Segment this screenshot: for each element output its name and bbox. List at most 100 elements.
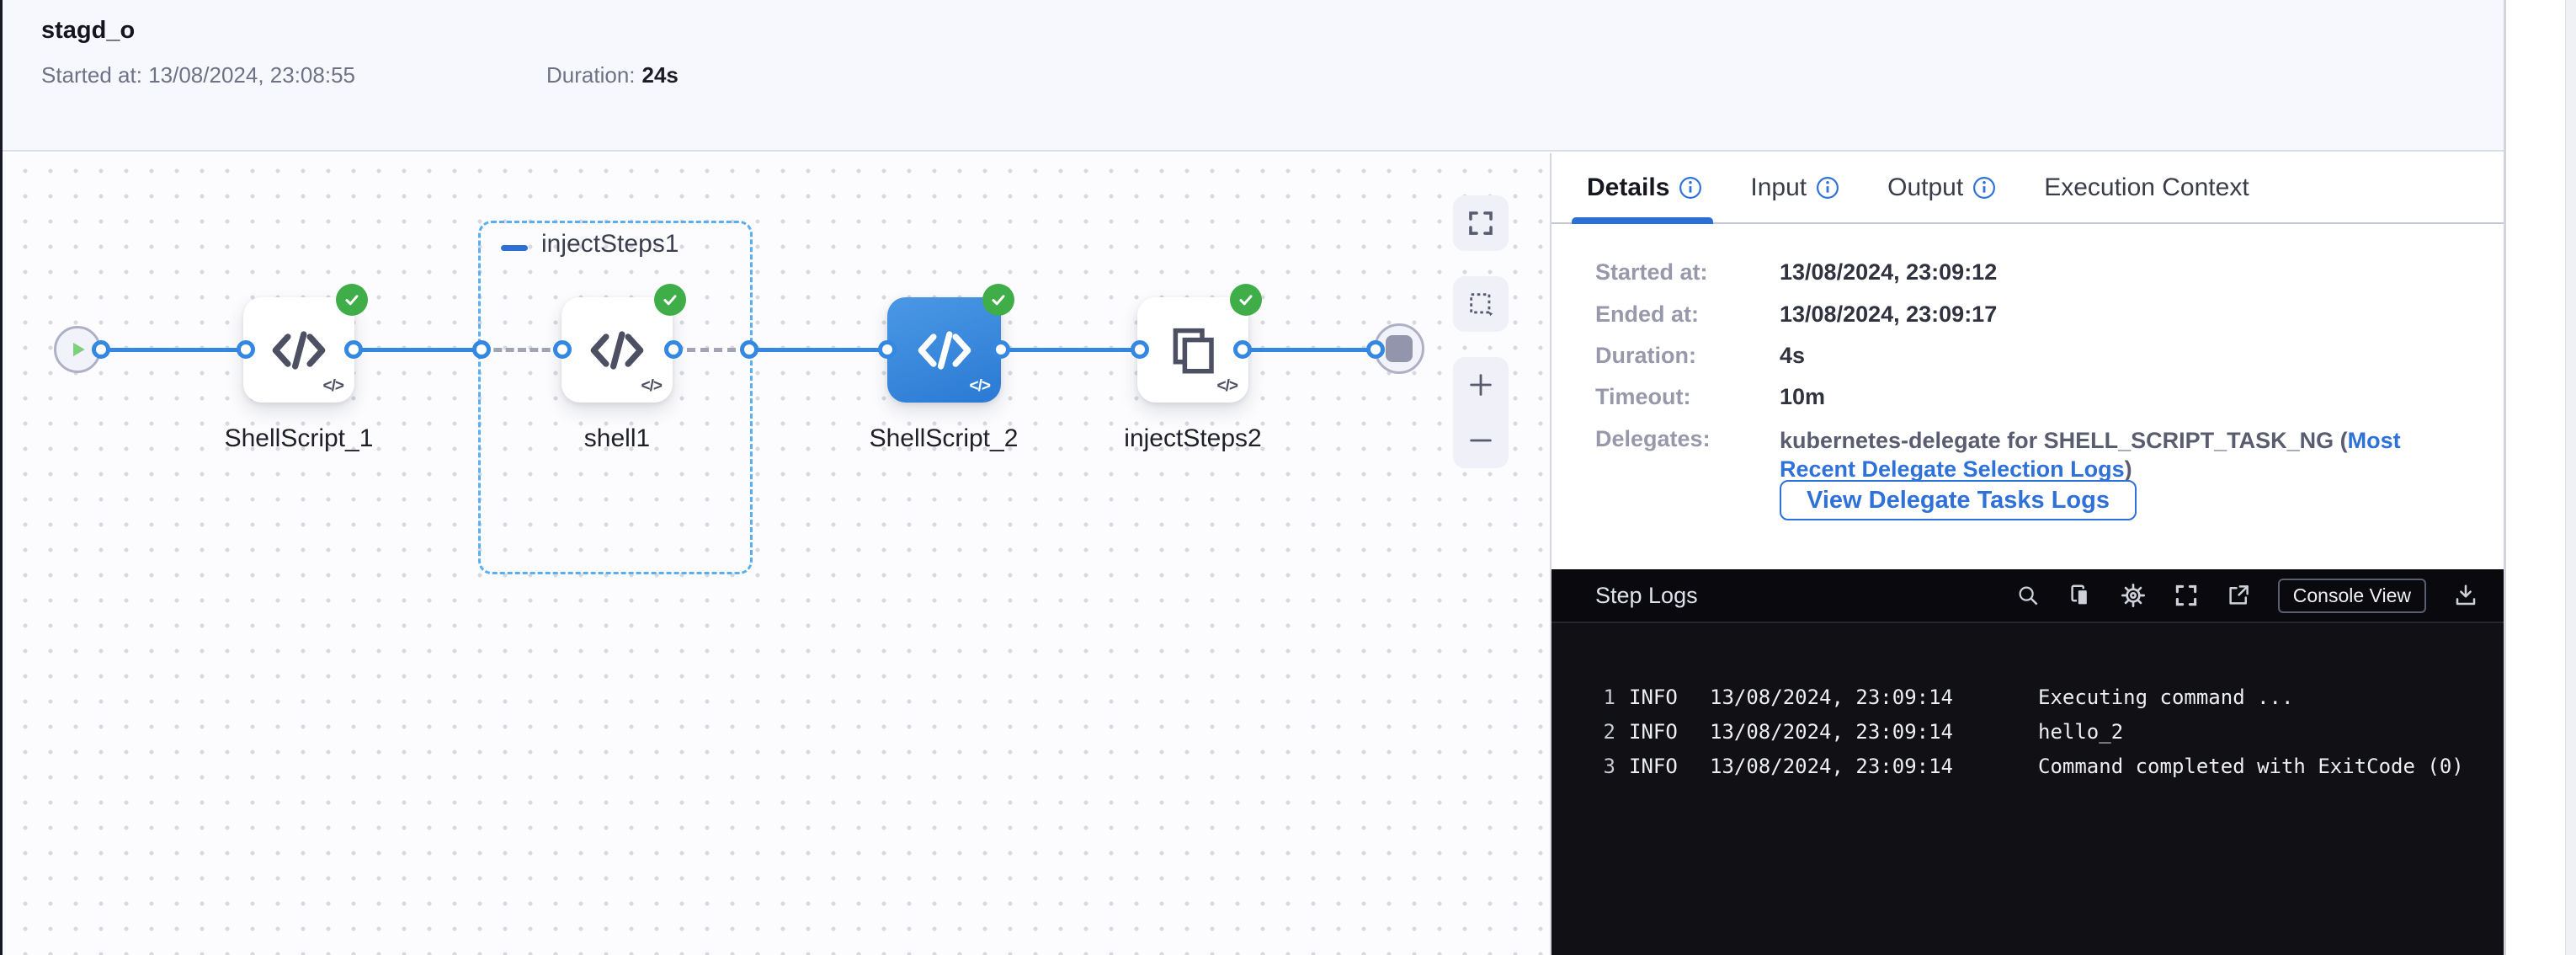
log-message: Command completed with ExitCode (0): [2038, 755, 2464, 778]
started-at-label: Started at:: [41, 62, 142, 88]
port: [237, 340, 255, 359]
zoom-in-button[interactable]: [1466, 371, 1495, 399]
shell-script-type-badge: </>: [322, 377, 345, 395]
log-level: INFO: [1629, 720, 1678, 744]
step-logs-toolbar: Console View: [2015, 578, 2478, 613]
timeout-field-value: 10m: [1780, 384, 1826, 409]
success-check-icon: [336, 284, 368, 316]
port: [878, 340, 897, 359]
node-label-shellscript-2: ShellScript_2: [869, 424, 1019, 452]
delegates-field-value: kubernetes-delegate for SHELL_SCRIPT_TAS…: [1780, 426, 2436, 483]
tab-details[interactable]: Details: [1587, 173, 1703, 202]
port: [1131, 340, 1149, 359]
node-shellscript-1[interactable]: </>: [243, 284, 368, 403]
info-icon[interactable]: [1815, 175, 1840, 200]
stop-icon: [1386, 335, 1413, 362]
log-line-number: 2: [1603, 720, 1615, 744]
vertical-scrollbar[interactable]: [2565, 0, 2576, 955]
group-label: injectSteps1: [541, 230, 679, 258]
tab-output[interactable]: Output: [1887, 173, 1997, 202]
log-line-number: 3: [1603, 755, 1615, 778]
right-gutter: [2504, 0, 2576, 955]
zoom-out-button[interactable]: [1466, 426, 1495, 455]
connector-line: [749, 348, 891, 352]
info-icon[interactable]: [1678, 175, 1703, 200]
stage-title: stagd_o: [41, 17, 136, 44]
node-label-injectsteps2: injectSteps2: [1124, 424, 1262, 452]
timeout-field-label: Timeout:: [1595, 384, 1691, 409]
step-logs-header: Step Logs: [1551, 569, 2504, 623]
tab-execution-context-label: Execution Context: [2044, 173, 2249, 201]
view-delegate-tasks-logs-button[interactable]: View Delegate Tasks Logs: [1780, 480, 2137, 520]
log-message: Executing command ...: [2038, 686, 2294, 709]
delegate-selection-logs-link[interactable]: Most Recent Delegate Selection Logs: [1780, 428, 2401, 482]
step-group-injectsteps1[interactable]: injectSteps1: [478, 221, 753, 574]
log-output[interactable]: 1 INFO 13/08/2024, 23:09:14 Executing co…: [1551, 625, 2504, 955]
fullscreen-icon: [1466, 209, 1495, 237]
copy-icon[interactable]: [2068, 583, 2093, 608]
port: [472, 340, 491, 359]
duration-value: 24s: [641, 62, 679, 88]
started-at-field-value: 13/08/2024, 23:09:12: [1780, 259, 1998, 285]
details-tab-bar: Details Input Output Execution Context: [1551, 153, 2504, 224]
search-icon[interactable]: [2015, 583, 2041, 608]
log-timestamp: 13/08/2024, 23:09:14: [1710, 720, 1953, 744]
node-injectsteps2[interactable]: </>: [1137, 284, 1262, 403]
stage-header: stagd_o Started at: 13/08/2024, 23:08:55…: [3, 0, 2504, 152]
success-check-icon: [654, 284, 686, 316]
port: [740, 340, 758, 359]
zoom-controls: [1453, 357, 1509, 468]
tab-input[interactable]: Input: [1750, 173, 1840, 202]
started-at-field-label: Started at:: [1595, 259, 1708, 285]
code-icon: [588, 321, 647, 380]
port: [92, 340, 110, 359]
open-in-new-tab-icon[interactable]: [2226, 583, 2251, 608]
pipeline-canvas[interactable]: injectSteps1 </> ShellScript_1 </>: [3, 153, 1550, 955]
marquee-select-button[interactable]: [1453, 276, 1509, 332]
delegates-value-suffix: ): [2124, 456, 2132, 482]
delegates-value-text: kubernetes-delegate for SHELL_SCRIPT_TAS…: [1780, 428, 2348, 453]
log-timestamp: 13/08/2024, 23:09:14: [1710, 686, 1953, 709]
tab-output-label: Output: [1887, 173, 1964, 201]
node-label-shellscript-1: ShellScript_1: [224, 424, 374, 452]
shell-script-type-badge: </>: [969, 377, 992, 395]
node-shell1[interactable]: </>: [562, 284, 686, 403]
ended-at-field-label: Ended at:: [1595, 301, 1700, 327]
port: [1366, 340, 1385, 359]
started-at-value: 13/08/2024, 23:08:55: [148, 62, 355, 88]
tab-execution-context[interactable]: Execution Context: [2044, 173, 2249, 202]
log-line-number: 1: [1603, 686, 1615, 709]
connector-line: [101, 348, 246, 352]
started-at-text: Started at: 13/08/2024, 23:08:55: [41, 62, 355, 88]
left-edge-divider: [0, 0, 3, 955]
connector-line-dashed: [673, 348, 749, 352]
log-line: 2 INFO 13/08/2024, 23:09:14 hello_2: [1551, 720, 2504, 755]
info-icon[interactable]: [1972, 175, 1997, 200]
collapse-group-button[interactable]: [501, 245, 528, 251]
log-line: 3 INFO 13/08/2024, 23:09:14 Command comp…: [1551, 755, 2504, 789]
ended-at-field-value: 13/08/2024, 23:09:17: [1780, 301, 1998, 327]
download-logs-icon[interactable]: [2453, 583, 2478, 608]
start-node[interactable]: [54, 326, 101, 373]
port: [664, 340, 683, 359]
duration-text: Duration:24s: [546, 62, 679, 88]
node-shellscript-2-selected[interactable]: </>: [887, 284, 1014, 403]
code-icon: [915, 321, 974, 380]
log-message: hello_2: [2038, 720, 2124, 744]
tab-details-label: Details: [1587, 173, 1670, 201]
success-check-icon: [982, 284, 1014, 316]
duration-field-value: 4s: [1780, 343, 1806, 368]
duration-label: Duration:: [546, 62, 636, 88]
play-icon: [65, 337, 90, 362]
expand-logs-icon[interactable]: [2174, 583, 2199, 608]
console-view-button[interactable]: Console View: [2277, 578, 2426, 613]
node-label-shell1: shell1: [583, 424, 651, 452]
gear-icon[interactable]: [2120, 582, 2147, 609]
shell-script-type-badge: </>: [641, 377, 663, 395]
fit-to-screen-button[interactable]: [1453, 195, 1509, 251]
success-check-icon: [1230, 284, 1262, 316]
port: [344, 340, 363, 359]
code-icon: [269, 321, 328, 380]
log-level: INFO: [1629, 755, 1678, 778]
